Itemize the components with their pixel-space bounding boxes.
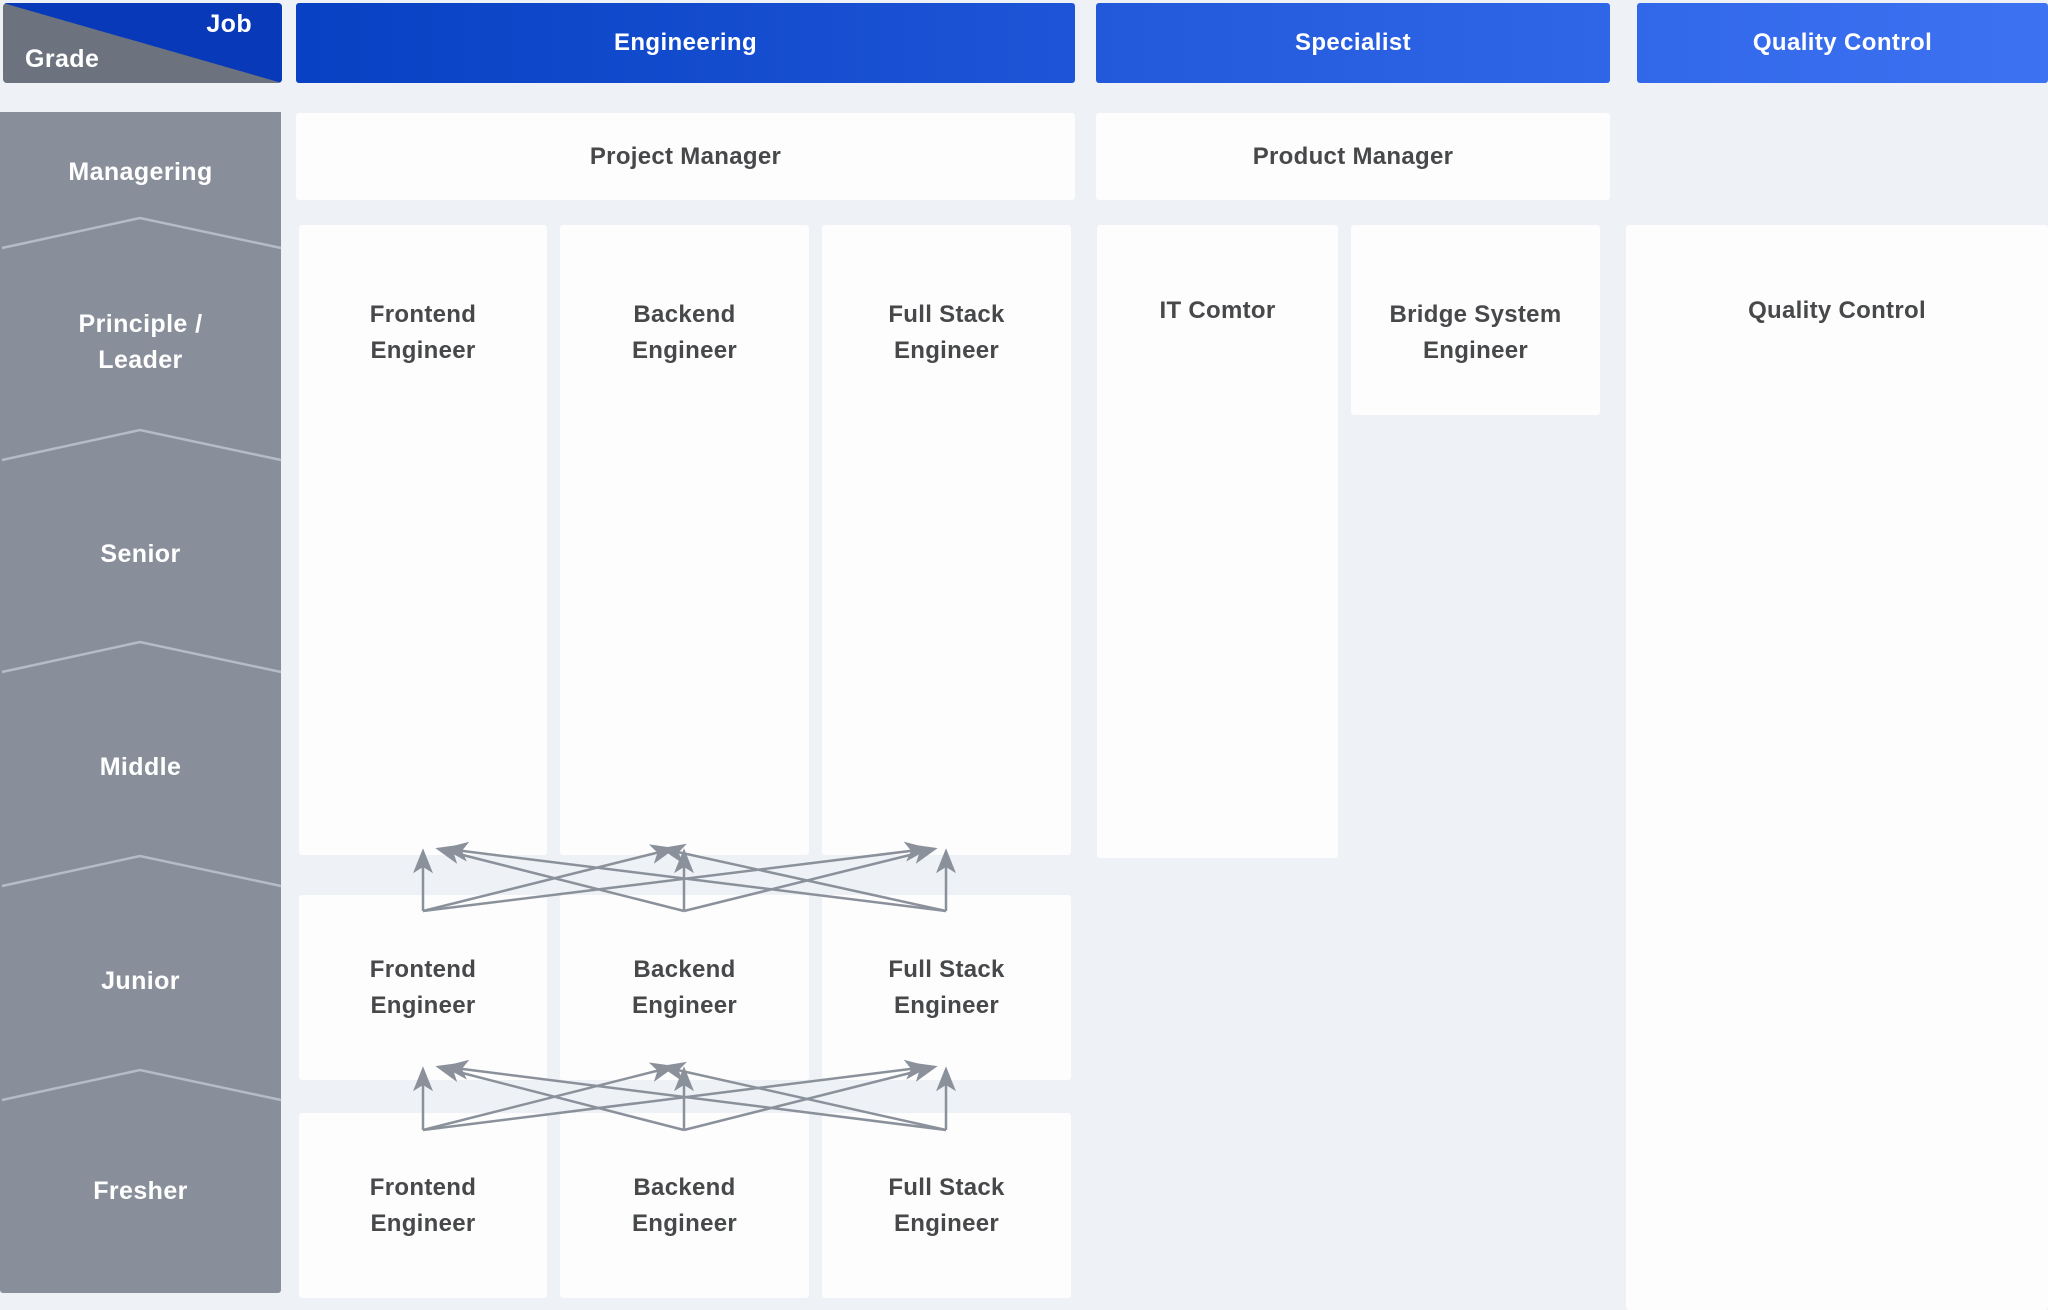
header-engineering: Engineering — [296, 3, 1075, 83]
grade-junior: Junior — [101, 967, 180, 995]
grade-middle: Middle — [99, 753, 182, 781]
header-specialist: Specialist — [1096, 3, 1610, 83]
card-frontend-engineer-upper: Frontend Engineer — [299, 225, 547, 855]
corner-header-cell: Job Grade — [3, 3, 282, 83]
card-fullstack-engineer-fresher: Full Stack Engineer — [822, 1113, 1071, 1298]
card-frontend-engineer-fresher: Frontend Engineer — [299, 1113, 547, 1298]
header-quality-control: Quality Control — [1637, 3, 2048, 83]
card-product-manager: Product Manager — [1096, 113, 1610, 200]
card-backend-engineer-fresher: Backend Engineer — [560, 1113, 809, 1298]
card-frontend-engineer-junior: Frontend Engineer — [299, 895, 547, 1080]
card-backend-engineer-junior: Backend Engineer — [560, 895, 809, 1080]
card-project-manager: Project Manager — [296, 113, 1075, 200]
card-quality-control: Quality Control — [1626, 225, 2048, 1310]
grade-principle-leader: Principle / Leader — [78, 310, 203, 374]
grade-fresher: Fresher — [93, 1176, 188, 1205]
corner-grade-label: Grade — [25, 45, 100, 73]
card-fullstack-engineer-upper: Full Stack Engineer — [822, 225, 1071, 855]
card-it-comtor: IT Comtor — [1097, 225, 1338, 858]
grade-managering: Managering — [68, 158, 213, 186]
corner-job-label: Job — [206, 10, 252, 38]
card-backend-engineer-upper: Backend Engineer — [560, 225, 809, 855]
grade-senior: Senior — [100, 540, 181, 568]
card-fullstack-engineer-junior: Full Stack Engineer — [822, 895, 1071, 1080]
card-bridge-system-engineer: Bridge System Engineer — [1351, 225, 1600, 415]
